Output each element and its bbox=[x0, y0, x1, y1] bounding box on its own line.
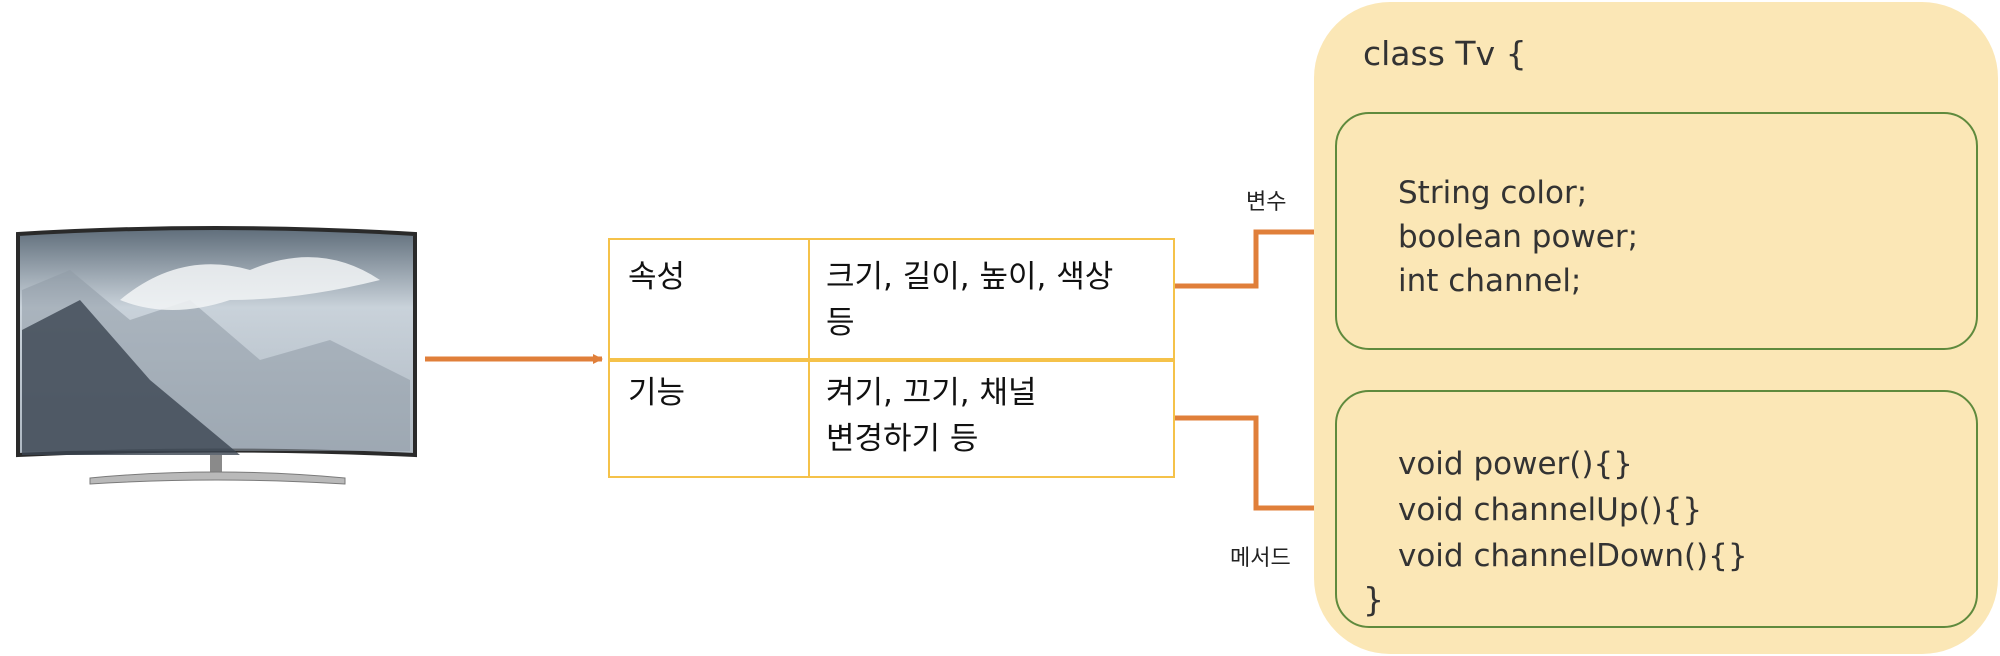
tv-peak-dark bbox=[22, 300, 240, 455]
methods-edge-label: 메서드 bbox=[1230, 546, 1291, 571]
field-line: boolean power; bbox=[1398, 219, 1639, 255]
class-panel bbox=[1314, 2, 1998, 654]
method-line: void channelUp(){} bbox=[1398, 492, 1703, 528]
tv-stand-base bbox=[89, 471, 346, 485]
class-footer: } bbox=[1363, 580, 1384, 619]
value-line: 변경하기 등 bbox=[826, 421, 979, 457]
value-line: 켜기, 끄기, 채널 bbox=[826, 375, 1037, 411]
method-line: void power(){} bbox=[1398, 446, 1633, 482]
methods-box bbox=[1335, 390, 1978, 628]
table-row-head-functions: 기능 bbox=[628, 375, 686, 411]
class-header: class Tv { bbox=[1363, 34, 1527, 73]
value-line: 등 bbox=[826, 305, 855, 341]
tv-clouds bbox=[120, 257, 380, 310]
attribute-table: 속성 크기, 길이, 높이, 색상 등 기능 켜기, 끄기, 채널 변경하기 등 bbox=[608, 238, 1175, 478]
functions-to-methods-arrow bbox=[1175, 415, 1336, 513]
tv-stand-neck bbox=[210, 455, 222, 473]
table-row-head-attributes: 속성 bbox=[628, 259, 686, 295]
row-divider bbox=[610, 358, 1173, 362]
fields-box bbox=[1335, 112, 1978, 350]
field-line: int channel; bbox=[1398, 263, 1582, 299]
tv-illustration bbox=[16, 226, 417, 485]
value-line: 크기, 길이, 높이, 색상 bbox=[826, 259, 1114, 295]
method-line: void channelDown(){} bbox=[1398, 538, 1748, 574]
fields-edge-label: 변수 bbox=[1246, 190, 1287, 215]
table-row-value-functions: 켜기, 끄기, 채널 변경하기 등 bbox=[826, 370, 1156, 462]
attributes-to-fields-arrow bbox=[1175, 227, 1336, 289]
field-line: String color; bbox=[1398, 175, 1588, 211]
table-row-value-attributes: 크기, 길이, 높이, 색상 등 bbox=[826, 254, 1156, 346]
